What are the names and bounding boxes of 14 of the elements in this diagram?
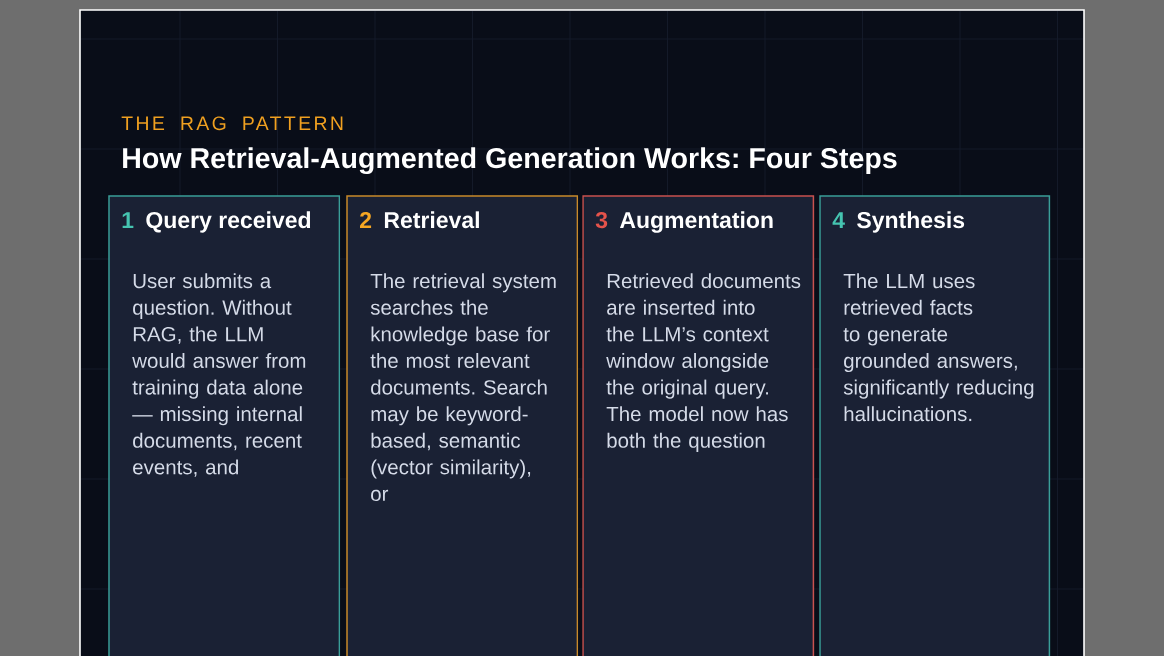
step-description: The LLM uses retrieved facts to generate grounded answers, significantly reducing hallucinations.	[843, 273, 1034, 422]
step-description: The retrieval system searches the knowledge base for the most relevant documents. Search may be keyword-based, semantic (vector similarity), or	[370, 273, 556, 502]
step-number: 3	[595, 211, 608, 229]
step-number: 1	[122, 212, 134, 228]
step-number: 4	[832, 212, 845, 228]
step-heading: Query received	[146, 211, 311, 233]
step-heading: Synthesis	[857, 211, 965, 233]
step-description: User submits a question. Without RAG, the LLM would answer from training data alone — missing internal documents, recent events, and	[132, 273, 306, 477]
eyebrow-text: THE RAG PATTERN	[121, 116, 343, 131]
slide-title: How Retrieval-Augmented Generation Works: Four Steps	[123, 147, 897, 175]
step-heading: Retrieval	[384, 211, 479, 229]
step-description: Retrieved documents are inserted into the LLM’s context window alongside the original query. The model now has both the question	[606, 273, 801, 452]
step-heading: Augmentation	[620, 211, 773, 233]
step-number: 2	[360, 211, 372, 228]
